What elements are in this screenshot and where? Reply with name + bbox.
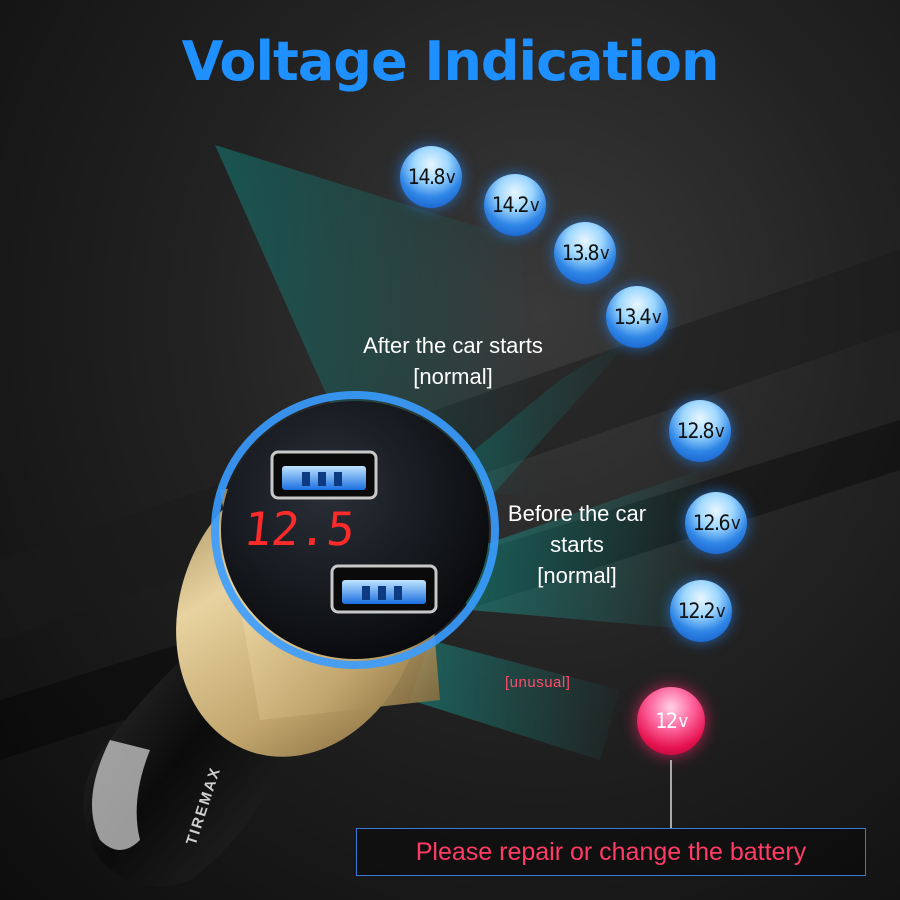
battery-warning-banner: Please repair or change the battery — [356, 828, 866, 876]
battery-warning-text: Please repair or change the battery — [415, 837, 807, 866]
beam-unusual — [410, 640, 620, 760]
beam-after-start-edge — [450, 330, 640, 520]
charger-face-ring — [211, 391, 499, 669]
usb-port-bottom — [330, 564, 438, 614]
label-before-car-starts: Before the car starts [normal] — [507, 501, 647, 588]
usb-port-top — [270, 450, 378, 500]
charger-plug-tip — [92, 740, 150, 850]
led-voltage-display: 12.5 — [241, 502, 357, 556]
beam-before-start — [440, 470, 700, 630]
warning-connector-line — [670, 760, 672, 828]
label-after-car-starts: After the car starts [normal] — [363, 333, 543, 389]
page-title: Voltage Indication — [181, 30, 720, 93]
label-unusual: [unusual] — [505, 674, 571, 691]
beam-after-start — [215, 145, 540, 500]
